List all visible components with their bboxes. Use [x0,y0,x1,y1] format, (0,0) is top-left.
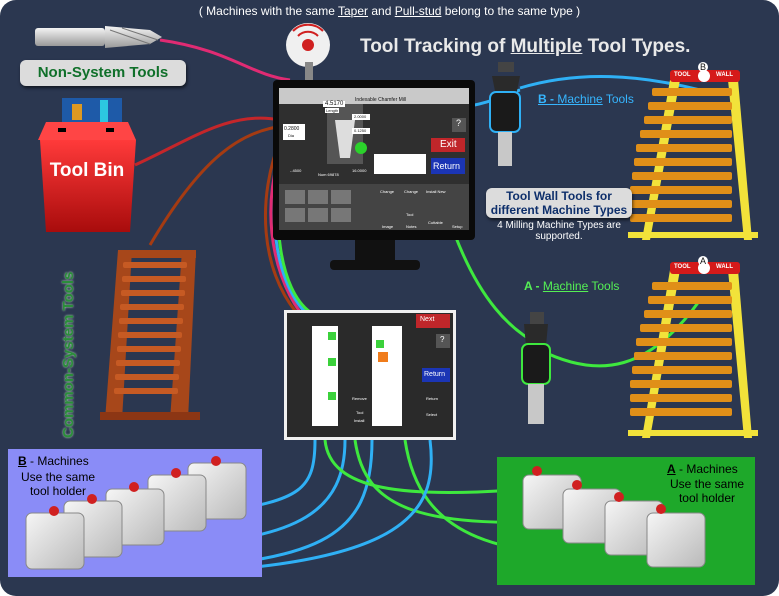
b-machine-tools-label: B - Machine Tools [538,92,634,106]
screen-image-label[interactable]: Image [382,224,394,229]
a-machine-tools-label: A - Machine Tools [524,279,620,293]
common-line [148,124,286,246]
screen-length-value: 4.5170 [323,101,346,107]
tool-wall-a-icon [628,262,758,438]
screen-field-a: 2.0000 [354,114,367,119]
tablet [284,310,456,440]
screen-change-label-2[interactable]: Change [404,189,419,194]
tablet-help-button[interactable]: ? [440,335,445,344]
a-wall-line [539,299,702,368]
screen-help-button[interactable]: ? [456,118,462,128]
rfid-reader-icon [286,23,330,82]
tablet-remove-label[interactable]: Remove [352,396,367,401]
tool-bin-icon [38,98,136,232]
tool-wall-tools-label: Tool Wall Tools for different Machine Ty… [486,188,632,218]
common-tool-rack-icon [100,250,200,420]
tablet-return-button[interactable]: Return [424,371,446,378]
nonsystem-line [159,38,291,82]
tablet-select-label[interactable]: Select [426,412,438,417]
screen-exit-button[interactable]: Exit [440,139,457,150]
page-title: Tool Tracking of Multiple Tool Types. [360,36,691,57]
a-machines-title: A - Machines [667,462,738,476]
tablet-return-tool-label[interactable]: Return [426,396,439,401]
toolbin-line [134,116,281,167]
b-machines-panel: B - Machines Use the same tool holder [8,449,262,577]
screen-length-label: Length [325,108,340,113]
screen-change-label-1[interactable]: Change [380,189,395,194]
screen-notes-label[interactable]: Notes [406,224,417,229]
non-system-tool-icon [35,26,162,48]
tool-wall-b-sign-left: TOOL [674,72,691,78]
screen-tool-label[interactable]: Tool [406,212,414,217]
screen-dia-value: 0.2800 [284,126,300,132]
tool-wall-a-letter: A [698,256,709,266]
a-machines-note: Use the same tool holder [669,477,745,505]
tool-wall-b-icon [628,70,758,240]
monitor [273,80,475,270]
tool-bin-label: Tool Bin [49,160,125,181]
screen-return-button[interactable]: Return [433,161,461,171]
screen-field-d: 16.0000 [352,168,367,173]
b-tool-holder-icon [489,62,521,166]
screen-num-field: Num 69878 [318,172,339,177]
screen-field-b: 0.1250 [354,128,367,133]
common-system-tools-label: Common-System Tools [60,271,77,438]
a-tool-holder-icon [521,312,551,424]
screen-setup-label[interactable]: Setup [452,224,463,229]
tablet-next-button[interactable]: Next [420,316,435,323]
screen-header-name: Indexable Chamfer Mill [355,97,407,103]
screen-field-c: -.4500 [290,168,302,173]
tool-wall-note: 4 Milling Machine Types are supported. [497,220,621,242]
a-machines-panel: A - Machines Use the same tool holder [497,457,755,585]
non-system-tools-label: Non-System Tools [20,60,186,86]
tablet-a-line-1 [323,439,541,495]
screen-install-label[interactable]: Install New [426,189,446,194]
tool-wall-a-sign-left: TOOL [674,264,691,270]
b-machines-icons [25,456,247,570]
tablet-tool-label[interactable]: Tool [356,410,364,415]
b-machines-note: Use the same tool holder [20,470,96,498]
tool-wall-a-sign-right: WALL [716,264,733,270]
tool-wall-b-sign-right: WALL [716,72,733,78]
subtitle: ( Machines with the same Taper and Pull-… [198,4,581,18]
a-machines-icons [522,466,706,568]
tool-wall-b-letter: B [698,62,709,72]
screen-cuttable-label[interactable]: Cuttable [428,220,443,225]
screen-dia-label: Dia [288,133,295,138]
tablet-install-label[interactable]: Install [354,418,365,423]
b-machines-title: B - Machines [18,454,89,468]
